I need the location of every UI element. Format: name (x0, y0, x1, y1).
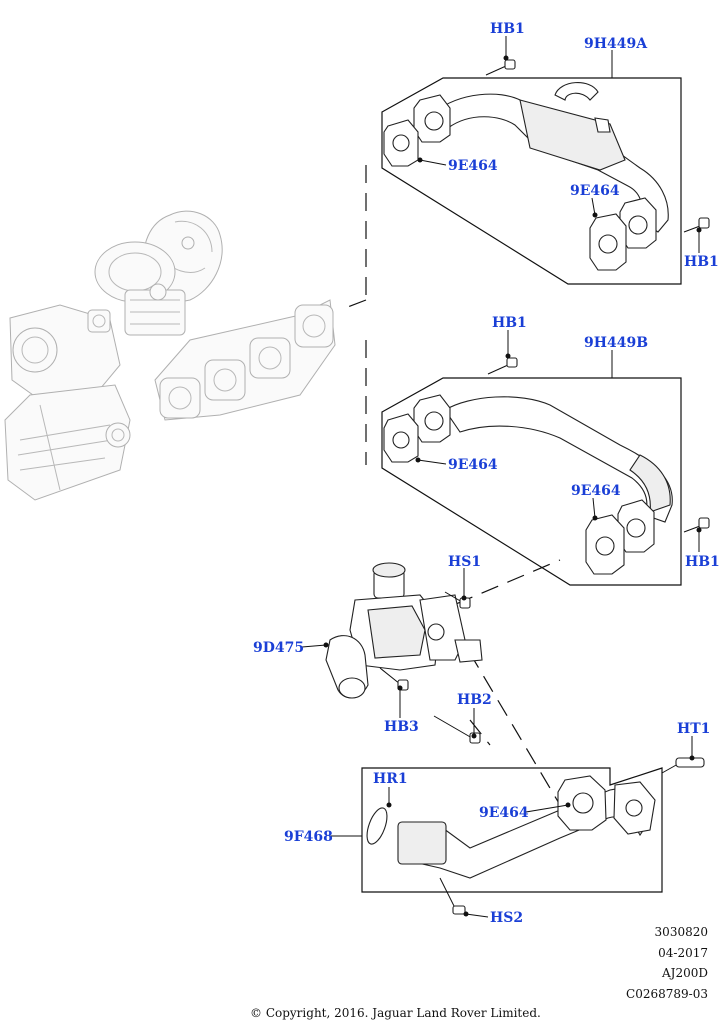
bolt-hb1-a-top[interactable] (485, 59, 516, 76)
label-hb1-b-right: HB1 (685, 554, 720, 570)
oring-hr1[interactable] (363, 805, 391, 846)
label-9e464-f: 9E464 (479, 805, 529, 821)
bolt-hb2[interactable] (433, 715, 481, 744)
engine-ghost-illustration (4, 210, 336, 501)
label-hb1-a-top: HB1 (490, 21, 525, 37)
label-hr1: HR1 (373, 771, 408, 787)
drawing-number: 3030820 (655, 925, 708, 939)
panel-9f468 (361, 757, 705, 915)
engine-code: AJ200D (661, 966, 708, 980)
bolt-hb1-a-right[interactable] (683, 217, 710, 233)
bolt-hs2[interactable] (439, 877, 466, 915)
sensor-ht1[interactable] (661, 757, 705, 774)
label-hb1-a-right: HB1 (684, 254, 719, 270)
label-9h449a: 9H449A (584, 36, 648, 52)
drawing-date: 04-2017 (658, 946, 708, 960)
bolt-hb1-b-top[interactable] (487, 357, 518, 375)
label-9e464-a-right: 9E464 (570, 183, 620, 199)
label-9d475: 9D475 (253, 640, 304, 656)
drawing-metadata: 3030820 04-2017 AJ200D C0268789-03 © Cop… (250, 925, 708, 1020)
label-ht1: HT1 (677, 721, 710, 737)
egr-valve-9d475[interactable] (325, 562, 483, 744)
label-9e464-a-left: 9E464 (448, 158, 498, 174)
label-9f468: 9F468 (284, 829, 333, 845)
leader-lines (301, 36, 702, 918)
label-hs2: HS2 (490, 910, 523, 926)
copyright-text: © Copyright, 2016. Jaguar Land Rover Lim… (250, 1006, 541, 1020)
bolt-hb1-b-right[interactable] (683, 517, 710, 533)
illustration-code: C0268789-03 (626, 987, 708, 1001)
panel-b-frame (381, 377, 682, 586)
label-hb2: HB2 (457, 692, 492, 708)
label-hb3: HB3 (384, 719, 419, 735)
panel-a-frame (381, 77, 682, 285)
label-hs1: HS1 (448, 554, 481, 570)
callout-labels: HB1 9H449A 9E464 9E464 HB1 HB1 9H449B 9E… (253, 21, 720, 926)
label-9h449b: 9H449B (584, 335, 648, 351)
panel-9h449b (381, 357, 710, 586)
label-9e464-b-left: 9E464 (448, 457, 498, 473)
label-9e464-b-right: 9E464 (571, 483, 621, 499)
label-hb1-b-top: HB1 (492, 315, 527, 331)
panel-f-frame (361, 767, 663, 893)
panel-9h449a (381, 59, 710, 285)
association-lines (339, 165, 561, 806)
bolt-hb3[interactable] (379, 667, 409, 691)
